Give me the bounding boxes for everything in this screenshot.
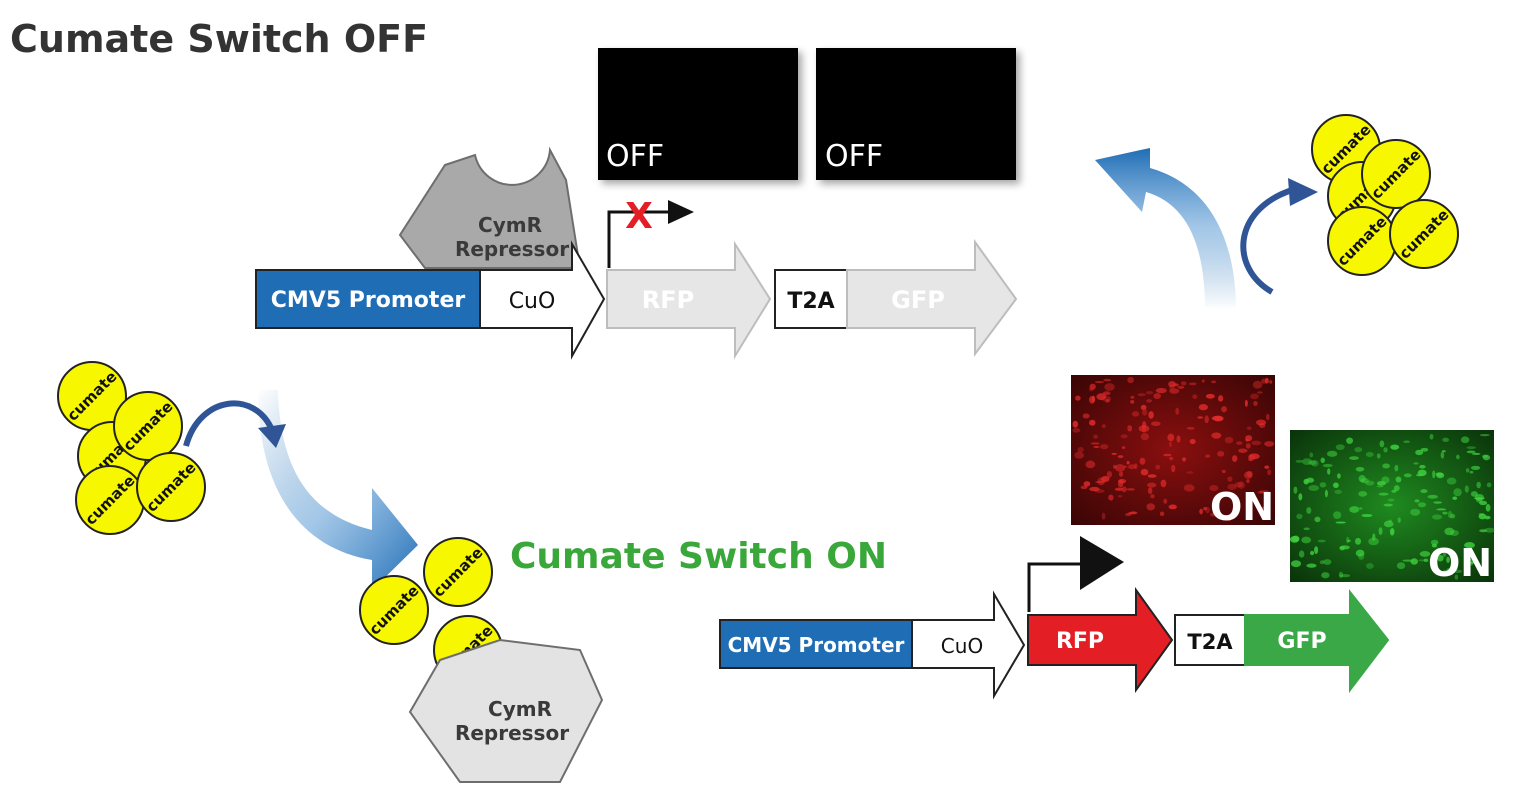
block-x-icon: X xyxy=(625,196,653,237)
on-rfp-gene xyxy=(1027,586,1174,694)
on-rfp-label: RFP xyxy=(1056,629,1104,654)
title-switch-off: Cumate Switch OFF xyxy=(10,17,428,61)
off-micrograph-left-label: OFF xyxy=(606,139,664,174)
on-cuo-operator xyxy=(911,590,1026,700)
on-t2a-linker xyxy=(1174,614,1246,666)
off-micrograph-right-label: OFF xyxy=(825,139,883,174)
cymr-repressor-released-label-2: Repressor xyxy=(455,721,569,745)
off-transcription-arrow-blocked xyxy=(607,200,694,268)
cumate-molecule: cumate xyxy=(113,391,183,461)
return-curve-arrow xyxy=(1095,148,1236,310)
off-micrograph-right xyxy=(816,48,1016,180)
cumate-molecule: cumate xyxy=(75,465,145,535)
cumate-molecule: cumate xyxy=(359,575,429,645)
on-gfp-label: GFP xyxy=(1277,629,1326,654)
cumate-molecule: cumate xyxy=(136,452,206,522)
cumate-molecule: cumate xyxy=(57,361,127,431)
on-micrograph-green xyxy=(1289,430,1495,582)
off-rfp-gene xyxy=(606,240,772,360)
cymr-repressor-bound xyxy=(398,146,582,269)
cumate-removal-arrow xyxy=(1240,178,1318,295)
cumate-molecule: cumate xyxy=(423,537,493,607)
cymr-repressor-released xyxy=(408,638,604,783)
off-rfp-label: RFP xyxy=(642,286,694,314)
off-promoter-label: CMV5 Promoter xyxy=(271,288,466,313)
on-transcription-arrow xyxy=(1027,536,1124,612)
cumate-molecule: cumate xyxy=(1327,206,1397,276)
cumate-add-curve-arrow xyxy=(258,390,418,590)
cymr-repressor-bound-label-2: Repressor xyxy=(455,237,569,261)
on-promoter-label: CMV5 Promoter xyxy=(728,633,905,657)
cumate-molecule: cumate xyxy=(1361,139,1431,209)
cymr-repressor-released-label-1: CymR xyxy=(488,697,552,721)
on-gfp-gene xyxy=(1244,589,1390,693)
title-switch-on: Cumate Switch ON xyxy=(510,536,887,577)
cumate-add-arrow xyxy=(183,400,286,448)
cumate-molecule: cumate xyxy=(1389,199,1459,269)
off-promoter-block xyxy=(255,269,481,329)
on-promoter-block xyxy=(719,619,913,669)
off-cuo-operator xyxy=(479,240,606,360)
on-micrograph-red xyxy=(1071,375,1275,525)
on-cuo-label: CuO xyxy=(941,634,983,658)
cymr-repressor-bound-label-1: CymR xyxy=(478,213,542,237)
on-micrograph-red-label: ON xyxy=(1210,485,1274,529)
off-gfp-label: GFP xyxy=(891,286,945,314)
off-gfp-gene xyxy=(846,238,1018,358)
off-t2a-label: T2A xyxy=(787,289,834,314)
on-micrograph-green-label: ON xyxy=(1428,541,1492,585)
on-t2a-label: T2A xyxy=(1187,630,1233,654)
off-cuo-label: CuO xyxy=(509,289,556,314)
off-micrograph-left xyxy=(598,48,798,180)
